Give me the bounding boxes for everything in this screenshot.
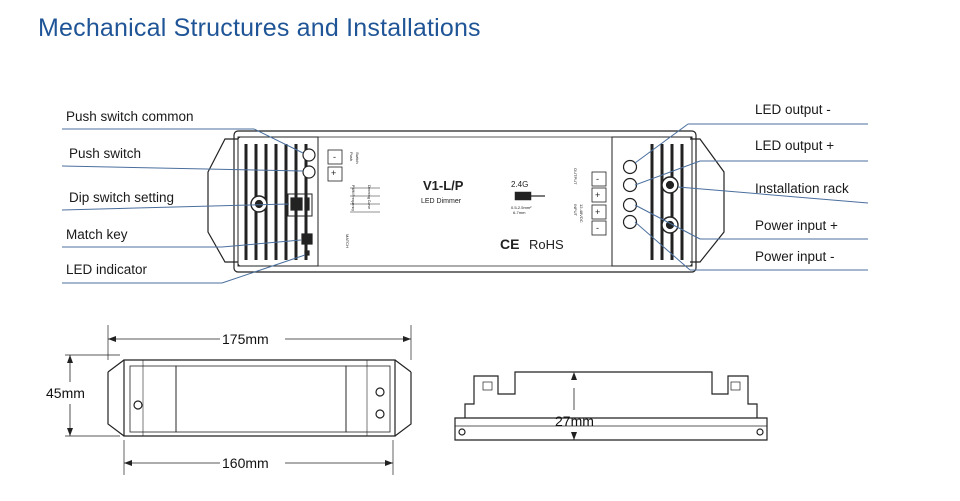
label-push-switch: Push switch — [69, 146, 142, 161]
dip-title-dimming: Dimming Curve — [367, 185, 371, 209]
push-minus-sign: - — [333, 152, 336, 162]
input-text: INPUT — [573, 204, 578, 217]
callout-lines — [61, 123, 869, 284]
label-match-key: Match key — [66, 227, 128, 242]
device-model: V1-L/P — [423, 178, 464, 193]
input-voltage-text: 12-48VDC — [579, 204, 584, 223]
device-side-view — [454, 371, 768, 441]
page-title: Mechanical Structures and Installations — [38, 14, 481, 42]
dim-height: 27mm — [555, 413, 594, 429]
wire-strip-text: 6-7mm — [513, 210, 526, 215]
output-plus-sign: + — [595, 190, 600, 200]
output-text: OUTPUT — [573, 168, 578, 185]
switch-text: Switch — [355, 152, 360, 164]
device-wireless: 2.4G — [511, 180, 528, 189]
label-dip-switch-setting: Dip switch setting — [69, 190, 175, 205]
dip-title-pwm: PWM Frequency — [351, 185, 355, 211]
output-minus-sign: - — [596, 174, 599, 184]
dim-inner-length: 160mm — [222, 455, 269, 471]
wire-gauge-text: 0.5-2.5mm² — [511, 205, 532, 210]
rohs-mark: RoHS — [529, 237, 564, 252]
label-power-input-plus: Power input + — [755, 218, 838, 233]
label-led-indicator: LED indicator — [66, 262, 148, 277]
label-led-output-plus: LED output + — [755, 138, 835, 153]
device-top-view — [207, 130, 725, 273]
push-text: Push — [349, 152, 354, 161]
push-plus-sign: + — [331, 168, 336, 178]
dim-width: 45mm — [46, 385, 85, 401]
device-dimension-view — [65, 325, 412, 475]
label-led-output-minus: LED output - — [755, 102, 831, 117]
label-installation-rack: Installation rack — [755, 181, 849, 196]
label-power-input-minus: Power input - — [755, 249, 835, 264]
dim-total-length: 175mm — [222, 331, 269, 347]
match-text: MATCH — [345, 234, 350, 248]
device-subtitle: LED Dimmer — [421, 198, 462, 205]
input-minus-sign: - — [596, 223, 599, 233]
input-plus-sign: + — [595, 207, 600, 217]
ce-mark: CE — [500, 236, 519, 252]
label-push-switch-common: Push switch common — [66, 109, 194, 124]
